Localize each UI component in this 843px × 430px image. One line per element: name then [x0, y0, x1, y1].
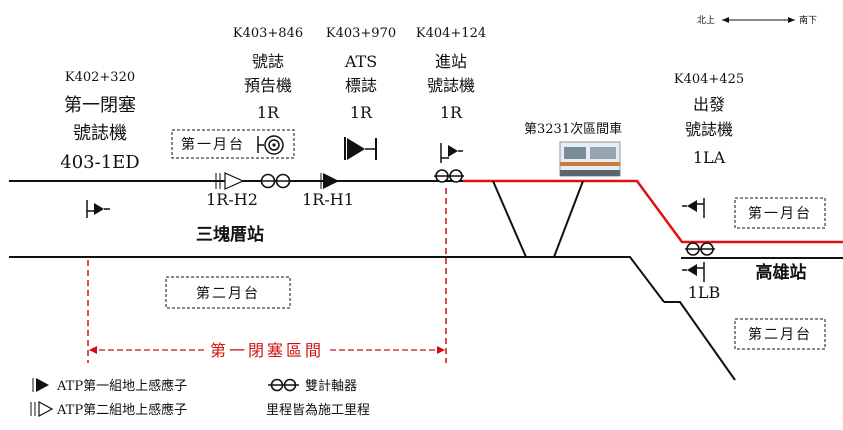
axle-counter-icon-1 [257, 173, 295, 189]
ats-marker-id: 1R [350, 103, 373, 122]
sk-platform1-label: 第一月台 [181, 136, 245, 153]
warning-signal-km: K403+846 [233, 26, 303, 41]
home-signal-id: 1R [440, 103, 463, 122]
kh-platform1-label: 第一月台 [748, 205, 812, 222]
ats-marker-line1: ATS [344, 52, 377, 71]
sk-platform2-box [165, 276, 291, 309]
departure-signal-1la-icon [682, 198, 705, 218]
kh-platform2-label: 第二月台 [748, 326, 812, 343]
signal-1lb-label: 1LB [688, 283, 721, 302]
departure-signal-labels: K404+425 出發 號誌機 1LA [674, 72, 744, 167]
arrow-left-icon [722, 17, 729, 23]
legend-note: 里程皆為施工里程 [266, 402, 370, 418]
ats-marker-line2: 標誌 [345, 76, 377, 95]
balise-h1-icon [320, 173, 339, 189]
warning-signal-line1: 號誌 [252, 52, 284, 71]
signal-1lb-icon [682, 262, 705, 282]
kh-platform2-box [734, 318, 826, 350]
legend-axle-counter-icon [268, 378, 299, 392]
direction-north-label: 北上 [697, 15, 715, 26]
departure-signal-line2: 號誌機 [685, 120, 733, 139]
crossover-2 [553, 180, 584, 258]
departure-signal-km: K404+425 [674, 72, 744, 87]
block-signal-line1: 第一閉塞 [64, 95, 136, 116]
legend: ATP第一組地上感應子 雙計軸器 ATP第二組地上感應子 里程皆為施工里程 [30, 378, 370, 418]
sk-platform2-label: 第二月台 [196, 285, 260, 302]
legend-axle-counter-label: 雙計軸器 [305, 378, 357, 394]
block-signal-icon [86, 200, 110, 218]
legend-balise1-icon [32, 378, 49, 392]
arrow-right-icon [788, 17, 795, 23]
kaohsiung-station-label: 高雄站 [756, 262, 807, 283]
block-signal-line2: 號誌機 [73, 123, 127, 144]
block-signal-id: 403-1ED [60, 152, 139, 173]
ats-marker-km: K403+970 [326, 26, 396, 41]
departure-signal-line1: 出發 [693, 95, 725, 114]
block-signal-labels: K402+320 第一閉塞 號誌機 403-1ED [60, 70, 139, 173]
train-image [559, 141, 621, 177]
lower-track [9, 256, 665, 303]
train-label: 第3231次區間車 [524, 121, 622, 137]
warning-signal-line2: 預告機 [244, 76, 292, 95]
home-signal-line2: 號誌機 [427, 76, 475, 95]
block-arrow-right-icon [437, 346, 445, 354]
home-signal-icon [440, 143, 463, 163]
home-signal-labels: K404+124 進站 號誌機 1R [416, 26, 486, 122]
ats-marker-icon [344, 137, 377, 160]
direction-south-label: 南下 [799, 14, 817, 26]
block-section-label: 第一閉塞區間 [210, 341, 324, 360]
block-arrow-left-icon [89, 346, 97, 354]
block-signal-km: K402+320 [65, 70, 135, 85]
departure-signal-id: 1LA [693, 148, 726, 167]
axle-counter-icon-2 [434, 169, 464, 183]
warning-signal-id: 1R [257, 103, 280, 122]
home-signal-line1: 進站 [435, 52, 467, 71]
balise-h2-icon [215, 172, 245, 190]
legend-balise2-label: ATP第二組地上感應子 [56, 402, 187, 418]
ats-marker-labels: K403+970 ATS 標誌 1R [326, 26, 396, 122]
route-line [463, 179, 843, 244]
balise-h1-label: 1R-H1 [302, 190, 354, 209]
home-signal-km: K404+124 [416, 26, 486, 41]
legend-balise1-label: ATP第一組地上感應子 [56, 378, 187, 394]
legend-balise2-icon [30, 400, 54, 418]
warning-signal-icon [257, 135, 284, 155]
balise-h2-label: 1R-H2 [206, 190, 258, 209]
lower-branch-track [664, 301, 736, 381]
crossover-1 [492, 180, 527, 258]
sankuaicuo-station-label: 三塊厝站 [196, 224, 264, 245]
axle-counter-icon-3 [685, 242, 715, 256]
direction-indicator: 北上 南下 [697, 14, 817, 26]
warning-signal-labels: K403+846 號誌 預告機 1R [233, 26, 303, 122]
kh-platform1-box [734, 197, 826, 229]
